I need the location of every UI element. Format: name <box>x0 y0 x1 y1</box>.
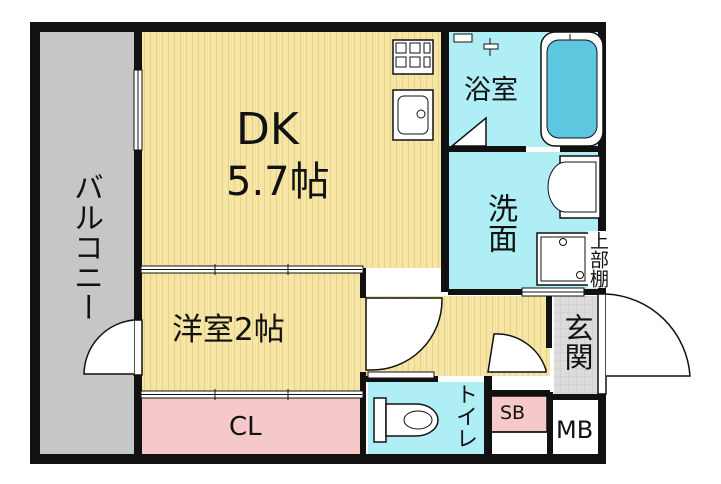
dk-room-size: 5.7帖 <box>226 159 330 205</box>
meterbox-label: MB <box>556 416 594 444</box>
bath-label: 浴室 <box>464 75 518 106</box>
toilet-door-swing <box>487 333 547 373</box>
western-door-swing <box>365 297 443 371</box>
entry-door <box>597 293 691 395</box>
balcony-door <box>83 319 143 376</box>
walls <box>30 22 606 464</box>
toilet-icon <box>373 397 439 443</box>
shelf-label: 上部棚 <box>587 231 609 288</box>
shoebox-area <box>491 396 547 432</box>
sink-icon <box>392 89 434 141</box>
entrance-label: 玄関 <box>560 313 594 371</box>
washing-machine-pan-icon <box>536 232 590 286</box>
bath-door <box>449 116 487 147</box>
closet-label: CL <box>229 412 262 442</box>
wash-basin-icon <box>547 155 601 219</box>
stove-icon <box>392 39 434 75</box>
shoebox-label: SB <box>500 402 526 424</box>
western-room-label: 洋室2帖 <box>172 312 285 348</box>
balcony-window <box>133 69 143 151</box>
toilet-label: トイレ <box>452 383 477 449</box>
balcony-label: バルコニー <box>68 172 103 322</box>
closet-floor <box>141 398 362 454</box>
balcony-area <box>38 30 136 458</box>
shower-icon <box>453 33 499 56</box>
washroom-label: 洗面 <box>482 193 517 253</box>
wash-sliding-door <box>521 287 585 297</box>
dk-western-partition <box>140 264 364 275</box>
bathtub-icon <box>540 31 604 147</box>
dk-room-name: DK <box>236 104 299 155</box>
western-floor <box>141 273 362 393</box>
closet-partition <box>140 389 364 400</box>
entrance-floor <box>554 296 598 394</box>
